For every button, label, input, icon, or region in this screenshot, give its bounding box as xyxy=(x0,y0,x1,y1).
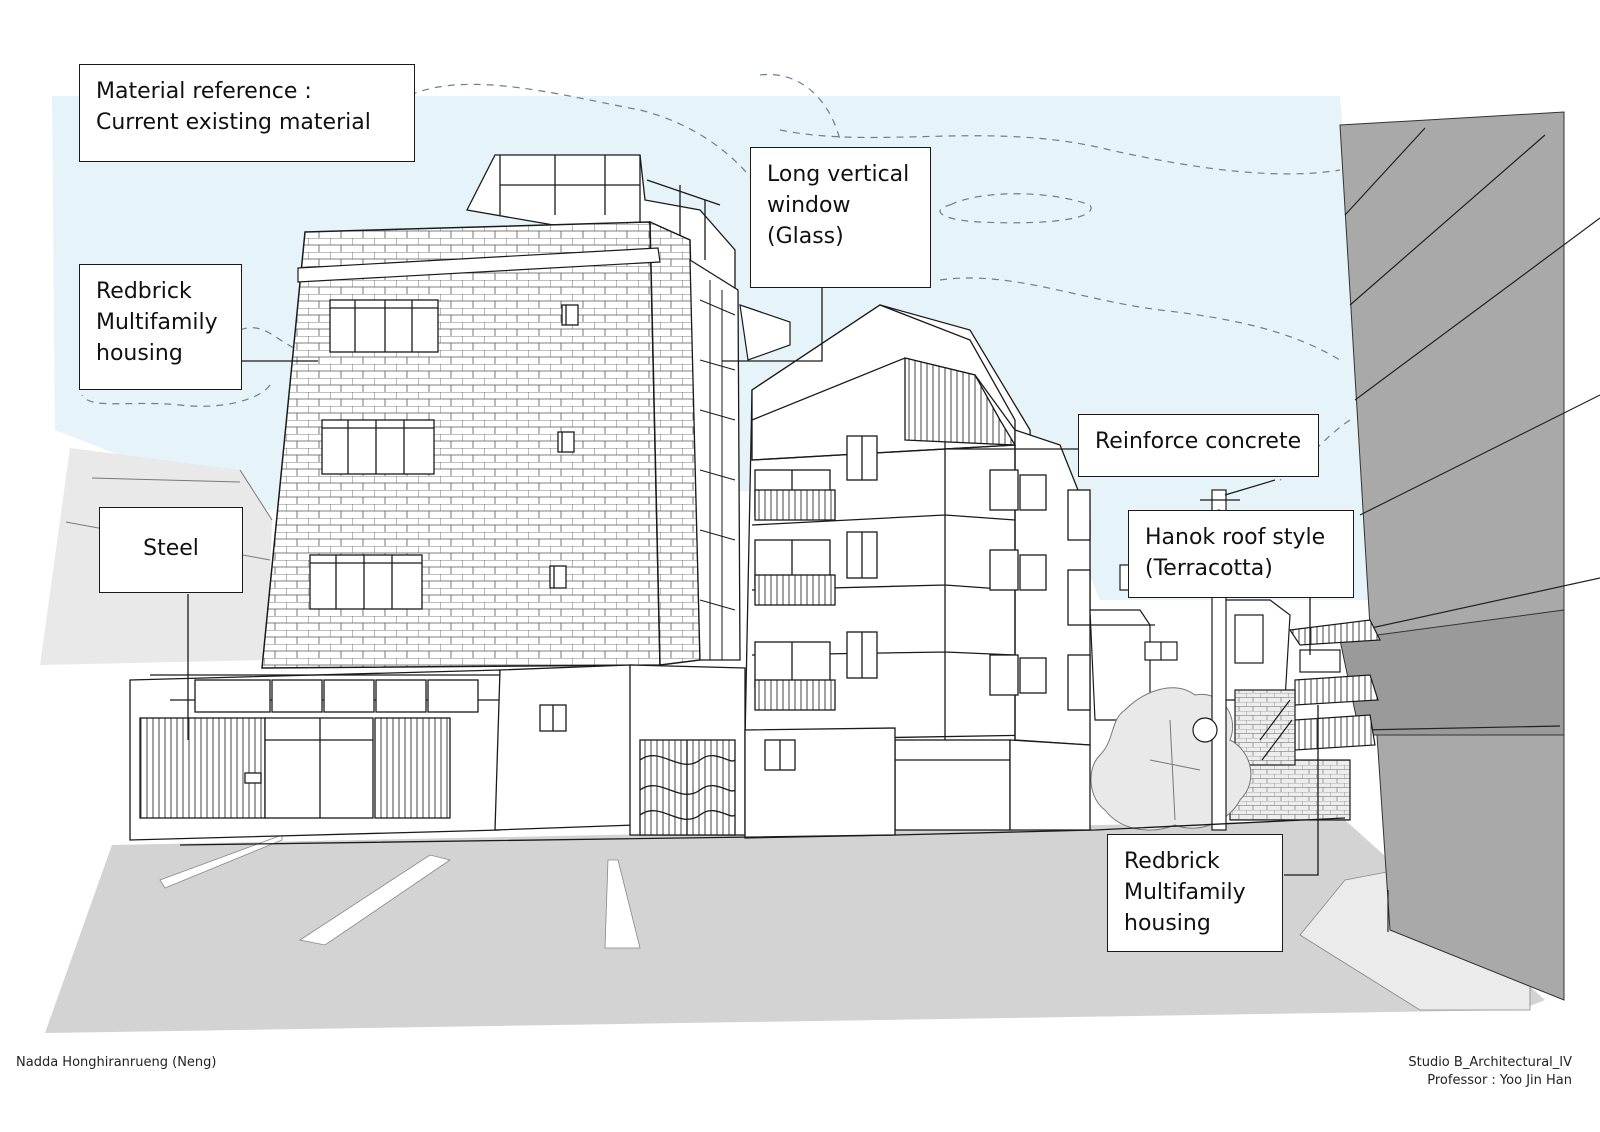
callout-window-line-2: window xyxy=(767,192,851,218)
brick-building-windows xyxy=(309,299,579,610)
author-name: Nadda Honghiranrueng (Neng) xyxy=(16,1055,217,1070)
curved-glass-column xyxy=(689,258,741,661)
callout-redbrick-left-line-1: Redbrick xyxy=(96,279,192,304)
footer-credits: Studio B_Architectural_IV Professor : Yo… xyxy=(1408,1054,1572,1090)
road-marking-2 xyxy=(298,854,451,946)
concrete-building xyxy=(744,304,1091,831)
road-marking-1 xyxy=(159,834,283,889)
callout-redbrick-right: Redbrick Multifamily housing xyxy=(1107,834,1283,952)
rooftop-glass xyxy=(466,154,736,292)
material-reference-title: Material reference : Current existing ma… xyxy=(79,64,415,162)
title-line-2: Current existing material xyxy=(96,109,371,135)
title-line-1: Material reference : xyxy=(96,79,312,104)
callout-steel-line-1: Steel xyxy=(143,536,199,561)
callout-redbrick-left: Redbrick Multifamily housing xyxy=(79,264,242,390)
callout-window-line-3: (Glass) xyxy=(767,223,844,249)
ground-floor-structures xyxy=(129,664,896,841)
right-dark-wall xyxy=(1339,111,1565,1001)
callout-hanok-roof: Hanok roof style (Terracotta) xyxy=(1128,510,1354,598)
callout-hanok-line-1: Hanok roof style xyxy=(1145,525,1326,550)
road-marking-3 xyxy=(604,859,641,949)
callout-steel: Steel xyxy=(99,507,243,593)
callout-hanok-line-2: (Terracotta) xyxy=(1145,555,1273,581)
callout-redbrick-right-line-2: Multifamily xyxy=(1124,879,1246,905)
callout-lines xyxy=(187,288,1319,876)
background-houses xyxy=(1089,564,1381,821)
callout-redbrick-left-line-2: Multifamily xyxy=(96,309,218,335)
sky-dashed-lines xyxy=(81,73,1351,481)
callout-redbrick-left-line-3: housing xyxy=(96,340,183,366)
callout-concrete-line-1: Reinforce concrete xyxy=(1095,429,1302,454)
callout-redbrick-right-line-3: housing xyxy=(1124,910,1211,936)
callout-window-line-1: Long vertical xyxy=(767,162,910,187)
callout-long-vertical-window: Long vertical window (Glass) xyxy=(750,147,931,288)
professor-name: Professor : Yoo Jin Han xyxy=(1427,1073,1572,1089)
callout-redbrick-right-line-1: Redbrick xyxy=(1124,849,1220,874)
callout-reinforce-concrete: Reinforce concrete xyxy=(1078,414,1319,477)
studio-name: Studio B_Architectural_IV xyxy=(1408,1055,1572,1070)
